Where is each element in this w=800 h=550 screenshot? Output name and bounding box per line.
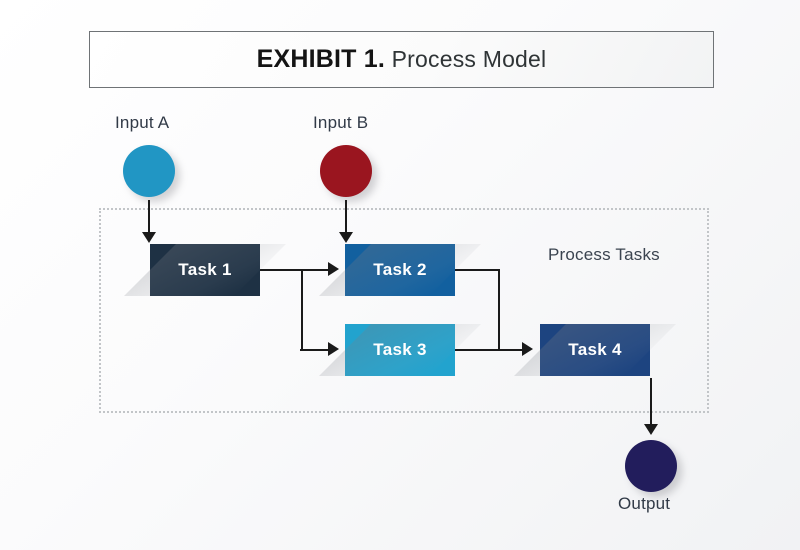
connector-task-1-to-task-2: [300, 268, 330, 271]
output-node[interactable]: [625, 440, 677, 492]
process-tasks-container: [99, 208, 709, 413]
arrowhead-task-4-to-output: [644, 424, 658, 435]
task-2-label: Task 2: [373, 260, 427, 279]
connector-input-a-to-task-1: [147, 200, 150, 233]
input-b-label: Input B: [313, 113, 369, 132]
connector-task-1-out: [260, 268, 330, 271]
exhibit-title-strong: EXHIBIT 1.: [256, 45, 386, 73]
arrowhead-task-1-to-task-3: [328, 342, 339, 356]
connector-task-1-split-vertical: [300, 268, 303, 351]
arrowhead-input-b-to-task-2: [339, 232, 353, 243]
connector-task-4-to-output: [649, 378, 652, 426]
arrowhead-merge-to-task-4: [522, 342, 533, 356]
connector-task-2-merge-vertical: [497, 268, 500, 351]
input-a-node[interactable]: [123, 145, 175, 197]
connector-task-2-out: [455, 268, 500, 271]
output-label: Output: [618, 494, 671, 513]
task-4-label: Task 4: [568, 340, 622, 359]
input-b-node[interactable]: [320, 145, 372, 197]
exhibit-title-banner: EXHIBIT 1. Process Model: [89, 31, 714, 88]
connector-input-b-to-task-2: [344, 200, 347, 233]
task-3-box[interactable]: Task 3: [345, 324, 455, 376]
task-4-box[interactable]: Task 4: [540, 324, 650, 376]
task-1-label: Task 1: [178, 260, 232, 279]
arrowhead-task-1-to-task-2: [328, 262, 339, 276]
arrowhead-input-a-to-task-1: [142, 232, 156, 243]
task-1-box[interactable]: Task 1: [150, 244, 260, 296]
input-a-label: Input A: [115, 113, 170, 132]
connector-task-1-to-task-3: [300, 348, 330, 351]
process-tasks-label: Process Tasks: [548, 245, 660, 264]
exhibit-title-light: Process Model: [385, 46, 547, 72]
task-2-box[interactable]: Task 2: [345, 244, 455, 296]
connector-task-3-to-task-4: [455, 348, 525, 351]
task-3-label: Task 3: [373, 340, 427, 359]
